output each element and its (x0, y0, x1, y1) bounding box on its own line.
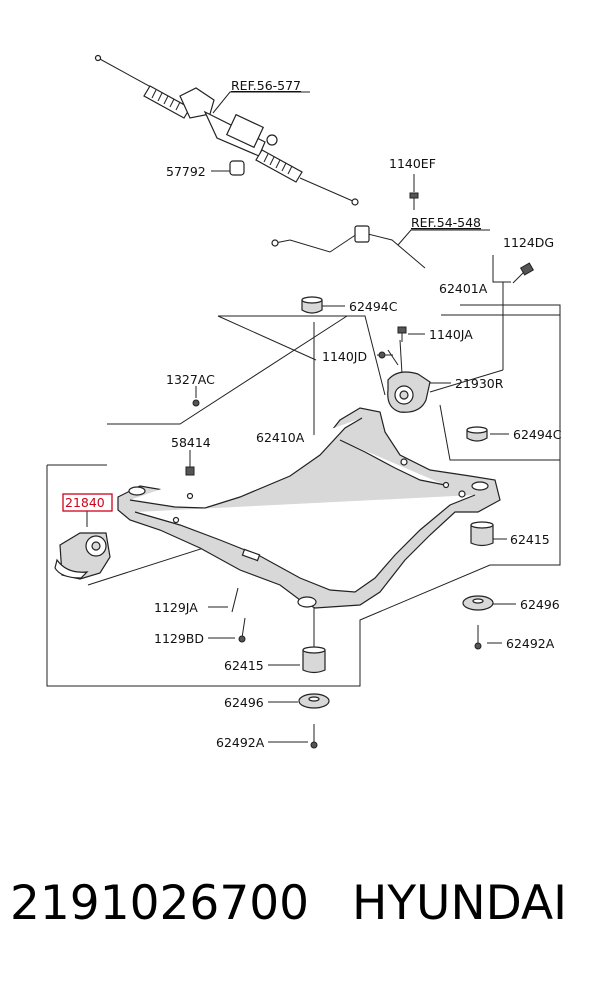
label-1140JD[interactable]: 1140JD (322, 349, 367, 364)
label-1140JA[interactable]: 1140JA (429, 327, 473, 342)
label-62496-bottom[interactable]: 62496 (224, 695, 264, 710)
part-labels: REF.56-577 57792 1140EF REF.54-548 1124D… (65, 78, 562, 750)
label-1124DG[interactable]: 1124DG (503, 235, 554, 250)
label-57792[interactable]: 57792 (166, 164, 206, 179)
label-62415-right[interactable]: 62415 (510, 532, 550, 547)
subframe (117, 407, 501, 609)
label-62494C-top[interactable]: 62494C (349, 299, 398, 314)
components (54, 262, 535, 749)
label-1129JA[interactable]: 1129JA (154, 600, 198, 615)
label-1327AC[interactable]: 1327AC (166, 372, 215, 387)
label-62410A[interactable]: 62410A (256, 430, 305, 445)
label-62415-bottom[interactable]: 62415 (224, 658, 264, 673)
label-62494C-right[interactable]: 62494C (513, 427, 562, 442)
label-ref-54-548[interactable]: REF.54-548 (411, 215, 481, 230)
footer: 2191026700 HYUNDAI (0, 876, 600, 946)
label-62492A-bottom[interactable]: 62492A (216, 735, 265, 750)
label-1129BD[interactable]: 1129BD (154, 631, 204, 646)
label-62496-right[interactable]: 62496 (520, 597, 560, 612)
part-number: 2191026700 (10, 876, 310, 931)
label-58414[interactable]: 58414 (171, 435, 211, 450)
brand-name: HYUNDAI (352, 876, 567, 931)
label-62492A-right[interactable]: 62492A (506, 636, 555, 651)
label-62401A[interactable]: 62401A (439, 281, 488, 296)
steering-gear (94, 54, 359, 206)
label-ref-56-577[interactable]: REF.56-577 (231, 78, 301, 93)
label-1140EF[interactable]: 1140EF (389, 156, 436, 171)
label-21930R[interactable]: 21930R (455, 376, 504, 391)
stabilizer-bar (271, 192, 426, 269)
highlight-box (62, 493, 113, 512)
label-21840[interactable]: 21840 (65, 495, 105, 510)
